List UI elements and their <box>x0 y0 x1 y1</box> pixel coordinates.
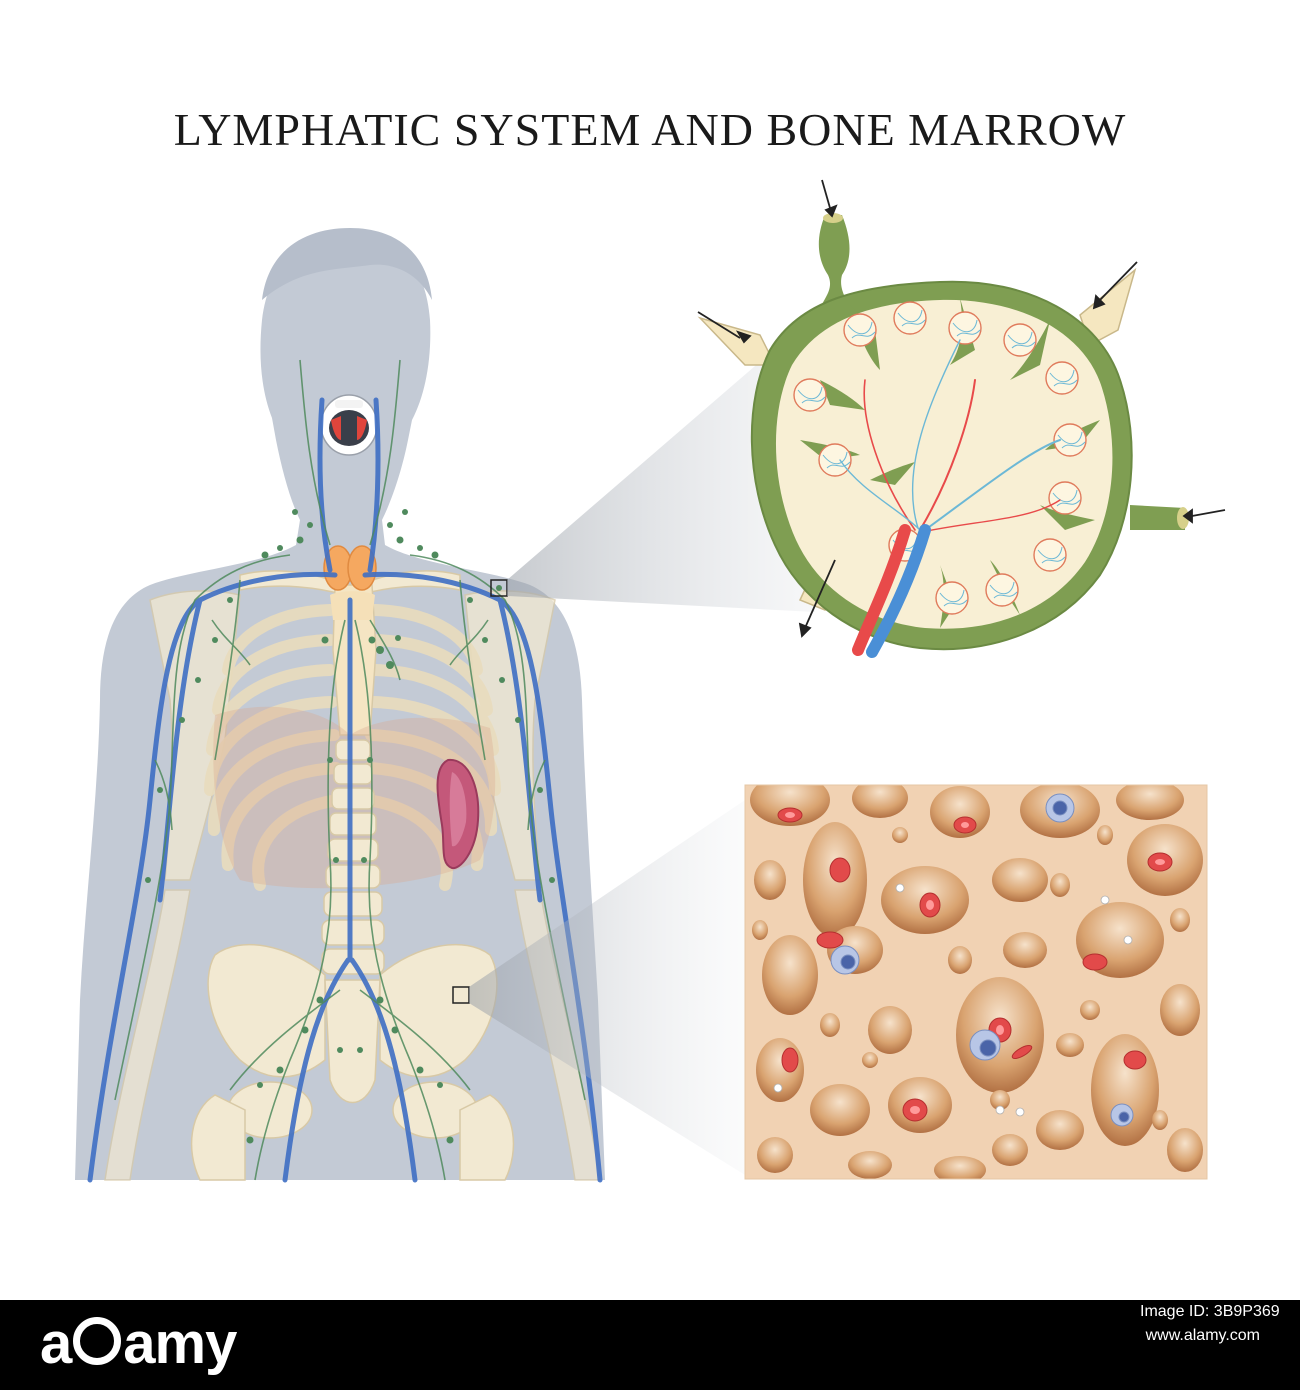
bone-marrow-cross-section <box>745 785 1207 1179</box>
veins <box>87 397 603 1183</box>
lymph-nodes <box>145 509 555 1144</box>
image-id-label: Image ID: 3B9P369 <box>1140 1303 1280 1320</box>
lymph-node-zoom-beam <box>507 360 815 612</box>
image-id-block: Image ID: 3B9P369 www.alamy.com <box>1140 1300 1280 1348</box>
tonsils <box>320 394 378 456</box>
page-title: LYMPHATIC SYSTEM AND BONE MARROW <box>173 103 1127 155</box>
pelvis <box>190 943 515 1181</box>
bone-marrow-zoom-beam <box>469 800 745 1175</box>
lymph-node-cross-section <box>697 179 1226 658</box>
ribcage <box>204 604 501 891</box>
illustration <box>75 179 1226 1183</box>
site-url: www.alamy.com <box>1145 1327 1260 1344</box>
lymph-vessels <box>114 359 586 1181</box>
